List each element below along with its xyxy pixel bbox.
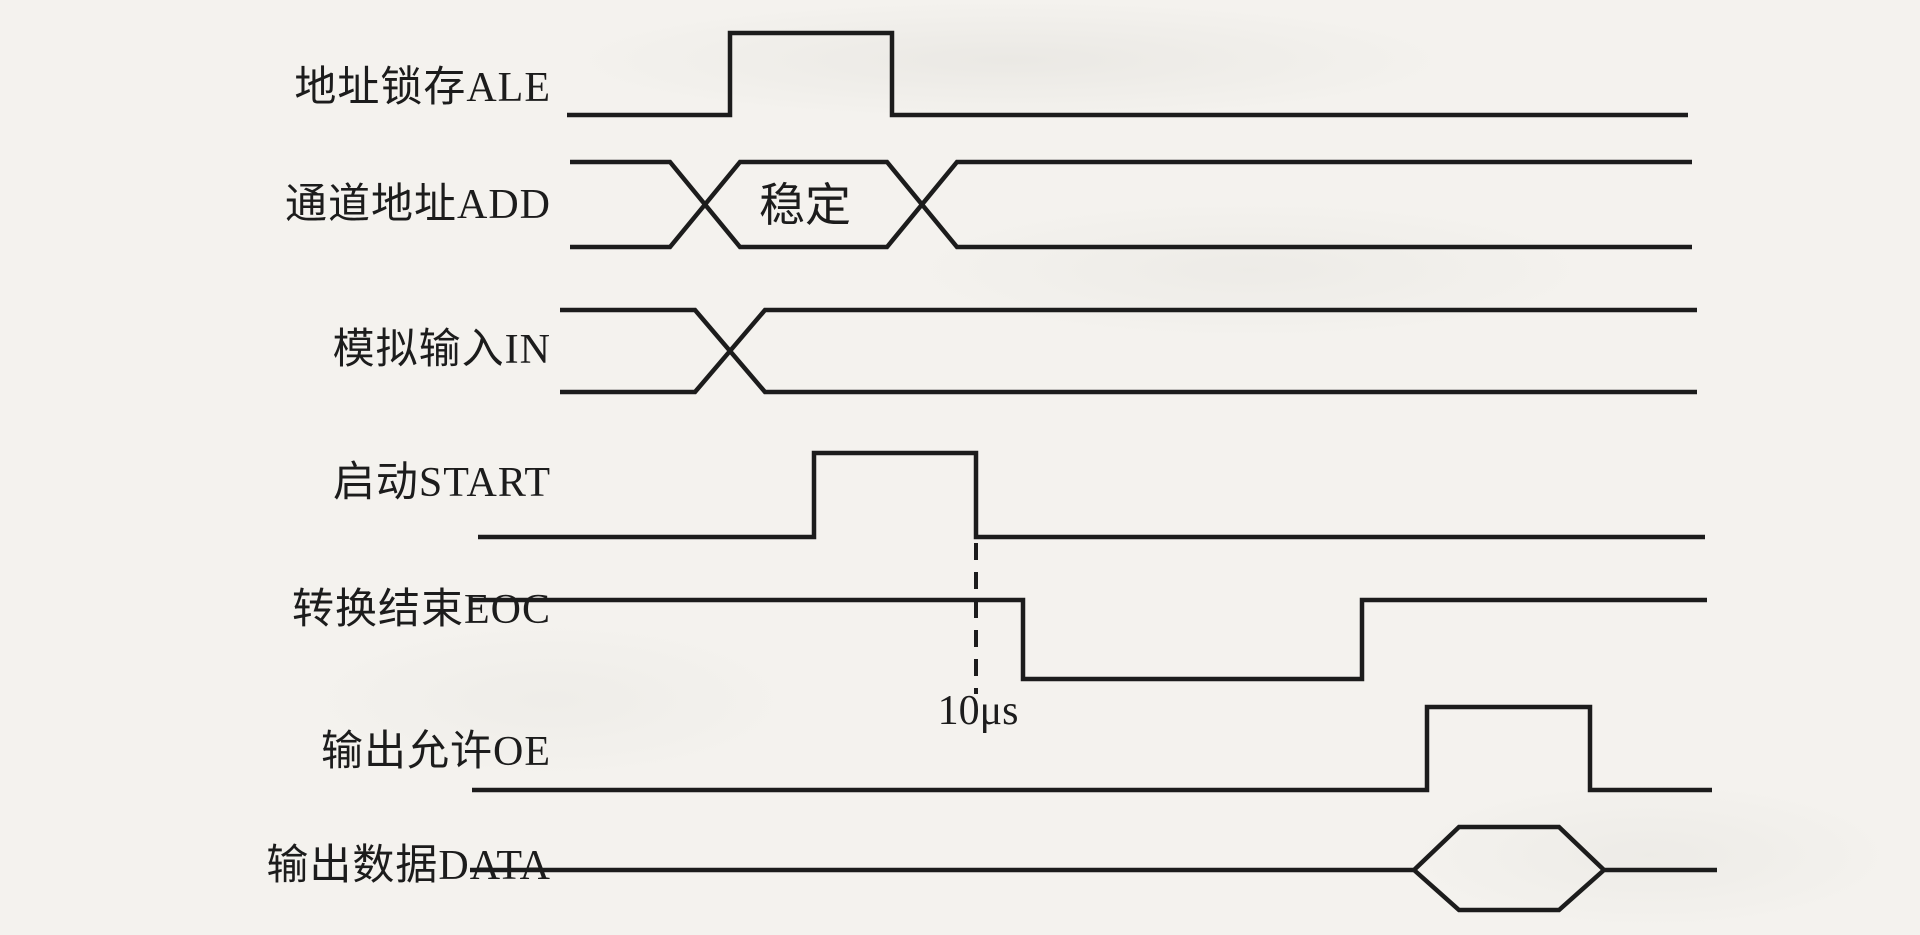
ale-waveform bbox=[567, 30, 1688, 118]
add-bus-line-b bbox=[570, 159, 1692, 250]
signal-label-in: 模拟输入IN bbox=[332, 327, 551, 373]
signal-label-add: 通道地址ADD bbox=[285, 182, 551, 228]
in-bus-line-b bbox=[560, 307, 1697, 395]
add-bus-line-a bbox=[570, 159, 1692, 250]
signal-label-data: 输出数据DATA bbox=[266, 843, 551, 889]
oe-waveform bbox=[472, 704, 1712, 793]
data-waveform bbox=[470, 824, 1717, 913]
signal-label-ale: 地址锁存ALE bbox=[294, 65, 551, 111]
signal-label-eoc: 转换结束EOC bbox=[291, 587, 551, 633]
start-waveform bbox=[478, 450, 1705, 540]
signal-label-oe: 输出允许OE bbox=[321, 729, 551, 775]
eoc-waveform bbox=[472, 597, 1707, 682]
add-stable-label: 稳定 bbox=[759, 180, 851, 231]
signal-label-start: 启动START bbox=[332, 460, 551, 506]
conversion-time-label: 10μs bbox=[937, 688, 1019, 734]
